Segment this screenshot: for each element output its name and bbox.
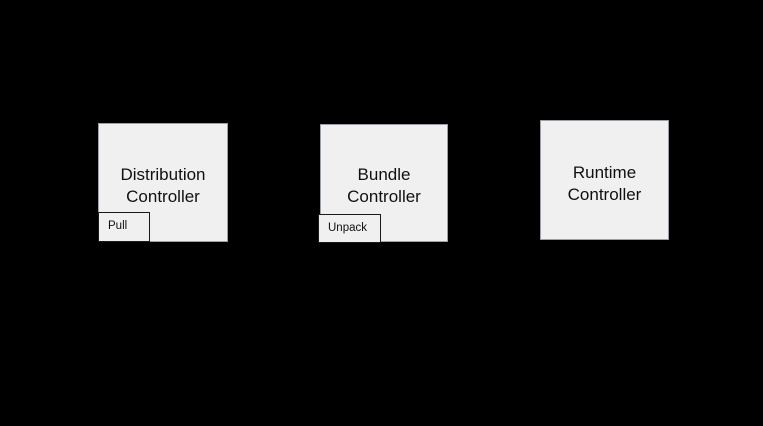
node-bundle-controller-title: Bundle Controller [347, 165, 421, 206]
sublabel-pull[interactable]: Pull [98, 212, 150, 242]
sublabel-unpack[interactable]: Unpack [318, 214, 381, 243]
node-distribution-controller-title: Distribution Controller [120, 165, 206, 206]
node-runtime-controller[interactable]: Runtime Controller [540, 120, 669, 240]
node-runtime-controller-title: Runtime Controller [567, 163, 642, 204]
